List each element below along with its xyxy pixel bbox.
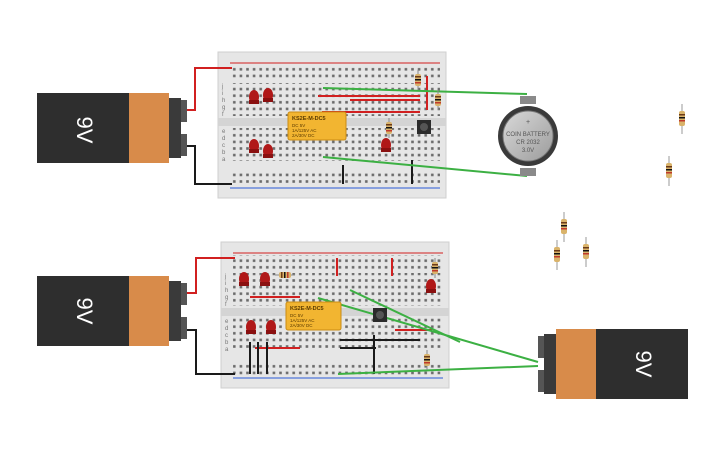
led-top-4[interactable]: [263, 144, 273, 158]
led-bottom-2[interactable]: [260, 272, 270, 286]
wire-green-right-battery-3[interactable]: [349, 289, 461, 343]
row-label: f: [222, 112, 224, 118]
coin-plus-symbol: +: [526, 119, 530, 126]
coin-battery-label: COIN BATTERY: [506, 132, 550, 138]
row-label: d: [222, 136, 225, 142]
resistor-loose-2[interactable]: [666, 156, 672, 186]
resistor-bottom-1[interactable]: [275, 272, 295, 278]
led-top-3[interactable]: [249, 139, 259, 153]
row-label: i: [222, 91, 223, 97]
row-label: h: [225, 288, 228, 294]
resistor-bottom-3[interactable]: [424, 350, 430, 370]
battery-right[interactable]: 9V: [538, 329, 688, 399]
coin-battery-voltage: 3.0V: [522, 148, 534, 154]
row-label: a: [225, 347, 229, 353]
led-top-1[interactable]: [249, 90, 259, 104]
resistor-top-1[interactable]: [415, 70, 421, 90]
wire-green-right-battery-1[interactable]: [317, 297, 539, 363]
pushbutton-bottom[interactable]: [373, 308, 387, 322]
led-bottom-1[interactable]: [239, 272, 249, 286]
relay-model: KS2E-M-DC5: [292, 116, 326, 122]
row-label: b: [222, 150, 226, 156]
resistor-loose-1[interactable]: [679, 104, 685, 134]
coin-battery[interactable]: + COIN BATTERY CR 2032 3.0V: [498, 96, 558, 176]
relay-bottom[interactable]: KS2E-M-DC5 DC 5V 1A/125V AC 2A/30V DC: [285, 301, 342, 331]
resistor-loose-5[interactable]: [583, 237, 589, 267]
led-bottom-5[interactable]: [426, 279, 436, 293]
relay-line-3: 2A/30V DC: [292, 133, 315, 138]
battery-label: 9V: [72, 117, 97, 144]
battery-label: 9V: [72, 298, 97, 325]
wire-black-top-battery[interactable]: [187, 145, 232, 185]
row-label: j: [221, 84, 223, 90]
coin-battery-model: CR 2032: [516, 140, 540, 146]
relay-top[interactable]: KS2E-M-DC5 DC 5V 1A/125V AC 2A/30V DC: [287, 111, 347, 141]
row-label: d: [225, 326, 228, 332]
row-label: b: [225, 340, 229, 346]
relay-line-2: 1A/125V AC: [290, 318, 315, 323]
led-bottom-4[interactable]: [266, 320, 276, 334]
row-label: g: [222, 105, 225, 111]
relay-line-2: 1A/125V AC: [292, 128, 317, 133]
battery-bottom-left[interactable]: 9V: [37, 276, 187, 346]
row-label: e: [225, 319, 229, 325]
resistor-top-2[interactable]: [386, 118, 392, 138]
wire-green-coin-minus[interactable]: [322, 156, 528, 177]
row-label: c: [225, 333, 228, 339]
row-label: a: [222, 157, 226, 163]
relay-line-3: 2A/30V DC: [290, 323, 313, 328]
battery-top-left[interactable]: 9V: [37, 93, 187, 163]
resistor-loose-4[interactable]: [554, 240, 560, 270]
row-label: i: [225, 281, 226, 287]
wire-black-bottom-battery[interactable]: [187, 329, 235, 375]
row-label: f: [225, 302, 227, 308]
battery-label: 9V: [631, 351, 656, 378]
row-label: c: [222, 143, 225, 149]
resistor-loose-3[interactable]: [561, 212, 567, 242]
relay-line-1: DC 5V: [292, 123, 305, 128]
resistor-top-3[interactable]: [435, 90, 441, 110]
wire-red-bottom-battery[interactable]: [187, 257, 235, 294]
resistor-bottom-2[interactable]: [432, 258, 438, 278]
wire-green-coin-plus[interactable]: [322, 87, 528, 95]
pushbutton-top[interactable]: [417, 120, 431, 134]
relay-line-1: DC 5V: [290, 313, 303, 318]
row-label: h: [222, 98, 225, 104]
led-top-5[interactable]: [381, 138, 391, 152]
wire-green-right-battery-2[interactable]: [337, 365, 539, 375]
wire-red-top-battery[interactable]: [187, 67, 232, 111]
row-label: e: [222, 129, 226, 135]
relay-model: KS2E-M-DC5: [290, 306, 324, 312]
led-bottom-3[interactable]: [246, 320, 256, 334]
led-top-2[interactable]: [263, 88, 273, 102]
row-label: g: [225, 295, 228, 301]
row-label: j: [224, 274, 226, 280]
